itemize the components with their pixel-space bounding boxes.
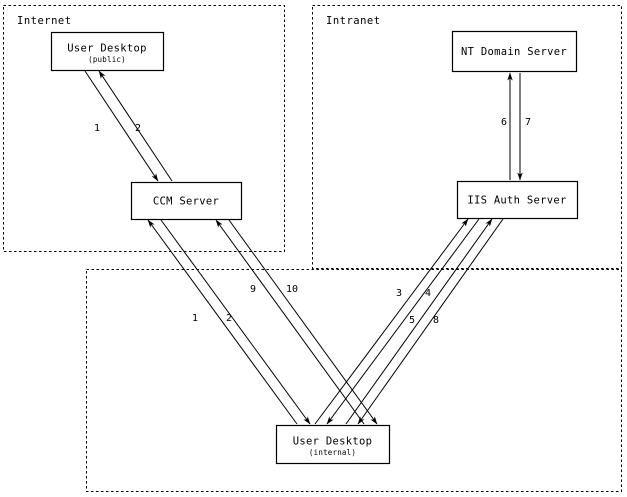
zone-label-intranet: Intranet: [326, 15, 381, 27]
flow-step-label-6-iis-auth-server-to-nt-domain-server: 6: [501, 117, 507, 128]
flow-step-label-8-iis-auth-server-to-user-desktop-internal: 8: [433, 315, 439, 326]
flow-step-label-1-user-desktop-public-to-ccm-server: 1: [94, 123, 100, 134]
flow-step-label-3-user-desktop-internal-to-iis-auth-server: 3: [396, 288, 402, 299]
zone-boundary-internal: [86, 269, 622, 492]
flow-step-label-1-user-desktop-internal-to-ccm-server: 1: [192, 313, 198, 324]
flow-arrow-step-10-ccm-server-to-user-desktop-internal: [228, 219, 378, 425]
node-title-ccm-server: CCM Server: [153, 196, 219, 208]
node-user-desktop-internal[interactable]: User Desktop(internal): [275, 424, 391, 465]
node-box-iis-auth-server[interactable]: [456, 180, 579, 220]
zone-boundary-internet: [3, 5, 285, 252]
flow-arrow-step-1-user-desktop-internal-to-ccm-server: [147, 219, 298, 425]
flows-layer: [84, 70, 523, 425]
node-box-user-desktop-public[interactable]: [50, 31, 165, 72]
zone-internal: [86, 269, 622, 492]
flow-arrow-step-1-user-desktop-public-to-ccm-server: [84, 70, 159, 182]
node-subtitle-user-desktop-internal: (internal): [309, 448, 356, 457]
flow-arrow-step-5-user-desktop-internal-to-iis-auth-server: [345, 218, 493, 425]
flow-labels-layer: 1 2 1 2 9 10 3 4 5 8 6 7: [94, 117, 531, 326]
zones-layer: Internet Intranet: [3, 5, 622, 492]
flow-step-label-9-user-desktop-internal-to-ccm-server: 9: [250, 284, 256, 295]
flow-step-label-4-iis-auth-server-to-user-desktop-internal: 4: [425, 288, 431, 299]
flow-arrow-step-9-user-desktop-internal-to-ccm-server: [215, 219, 365, 425]
flow-step-label-2-ccm-server-to-user-desktop-internal: 2: [226, 313, 232, 324]
flow-arrow-step-2-ccm-server-to-user-desktop-internal: [160, 219, 311, 425]
node-title-user-desktop-public: User Desktop: [67, 43, 146, 55]
node-title-iis-auth-server: IIS Auth Server: [467, 195, 566, 207]
flow-step-label-5-user-desktop-internal-to-iis-auth-server: 5: [409, 315, 415, 326]
node-iis-auth-server[interactable]: IIS Auth Server: [456, 180, 579, 220]
flow-arrow-step-4-iis-auth-server-to-user-desktop-internal: [326, 218, 480, 425]
flow-step-label-7-nt-domain-server-to-iis-auth-server: 7: [525, 117, 531, 128]
zone-boundary-intranet: [312, 5, 622, 269]
flow-step-label-2-ccm-server-to-user-desktop-public: 2: [135, 123, 141, 134]
zone-internet: Internet: [3, 5, 285, 252]
node-title-user-desktop-internal: User Desktop: [293, 436, 372, 448]
flow-arrow-step-3-user-desktop-internal-to-iis-auth-server: [314, 218, 469, 425]
node-box-user-desktop-internal[interactable]: [275, 424, 391, 465]
node-subtitle-user-desktop-public: (public): [88, 55, 126, 64]
flow-step-label-10-ccm-server-to-user-desktop-internal: 10: [286, 284, 298, 295]
flow-arrow-step-8-iis-auth-server-to-user-desktop-internal: [357, 218, 504, 425]
node-box-ccm-server[interactable]: [130, 181, 243, 221]
node-title-nt-domain-server: NT Domain Server: [461, 46, 567, 58]
node-box-nt-domain-server[interactable]: [451, 30, 578, 73]
node-nt-domain-server[interactable]: NT Domain Server: [451, 30, 578, 73]
flow-arrow-step-2-ccm-server-to-user-desktop-public: [98, 70, 173, 182]
node-ccm-server[interactable]: CCM Server: [130, 181, 243, 221]
node-user-desktop-public[interactable]: User Desktop(public): [50, 31, 165, 72]
zone-intranet: Intranet: [312, 5, 622, 269]
zone-label-internet: Internet: [17, 15, 72, 27]
